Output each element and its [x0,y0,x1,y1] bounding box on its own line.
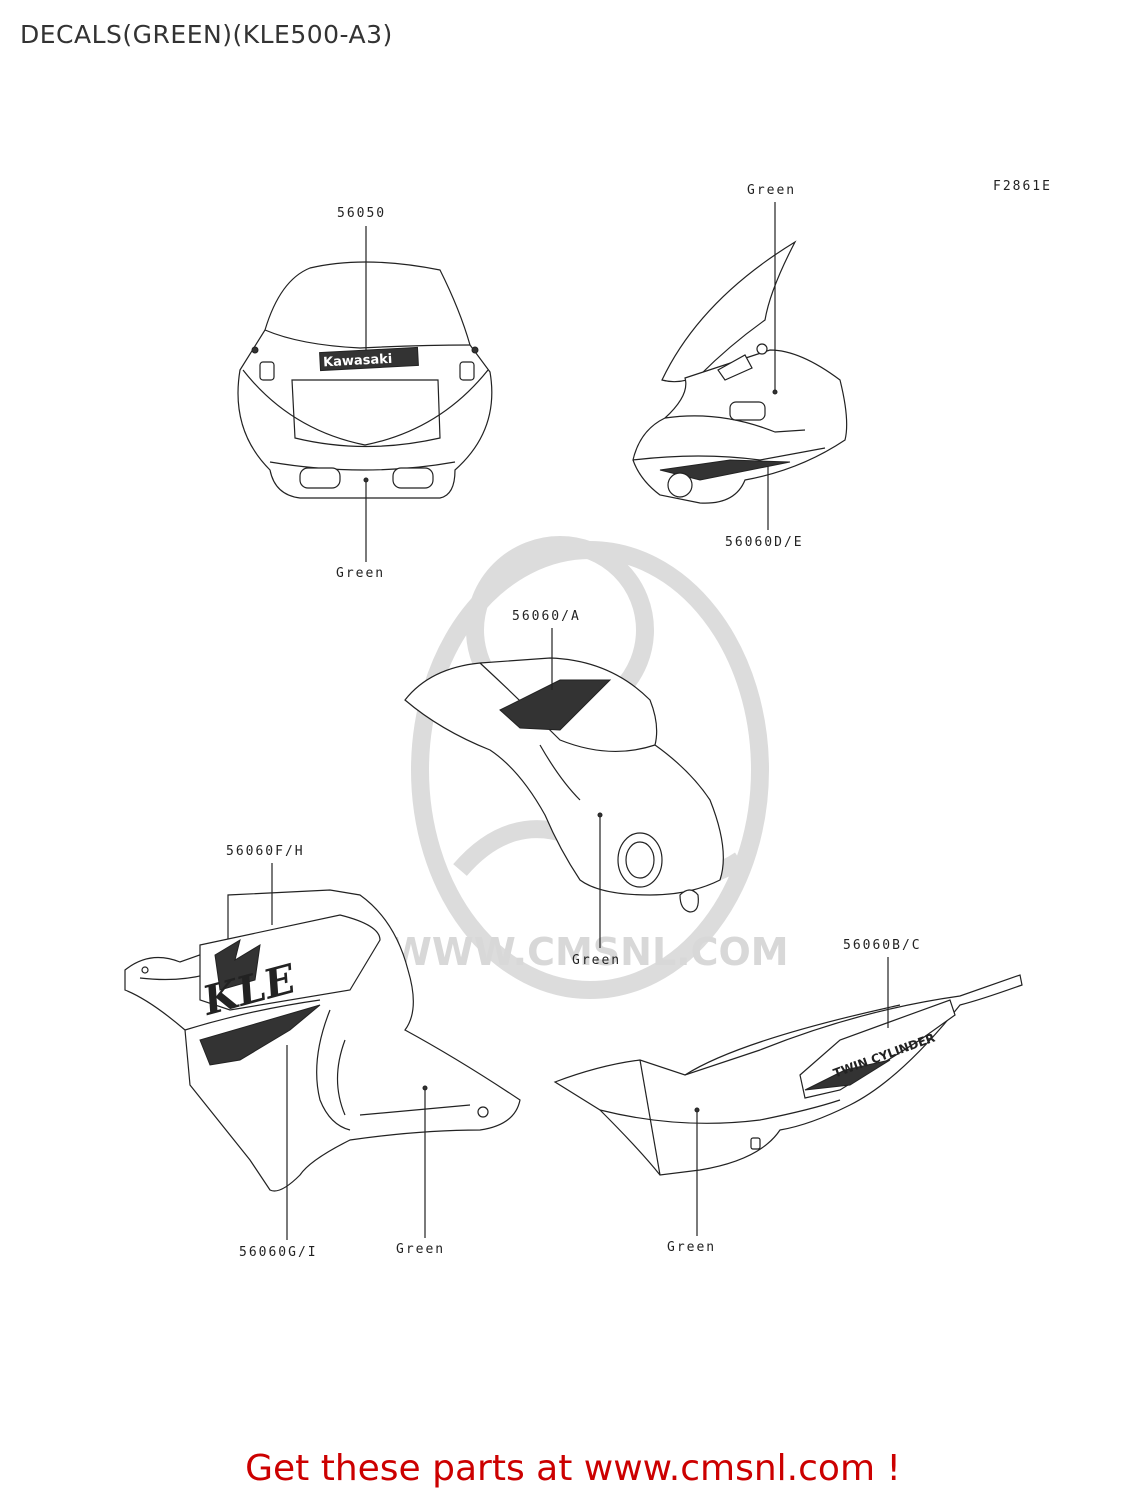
callout-green-shroud: Green [396,1242,445,1257]
side-cover: TWIN CYLINDER [553,974,1023,1176]
fairing-side [632,240,848,504]
callout-56060de: 56060D/E [725,535,804,550]
callout-green-tank: Green [572,953,621,968]
callout-green-side-cover: Green [667,1240,716,1255]
callout-56060a: 56060/A [512,609,581,624]
footer-link[interactable]: Get these parts at www.cmsnl.com ! [245,1448,901,1489]
figure-code: F2861E [993,179,1052,194]
page-title: DECALS(GREEN)(KLE500-A3) [20,20,393,49]
callout-green-fairing-front: Green [336,566,385,581]
callout-56060bc: 56060B/C [843,938,922,953]
callout-56060gi: 56060G/I [239,1245,318,1260]
parts-diagram: WWW.CMSNL.COM F2861E Kawasaki 56050 Gree… [124,179,1052,1260]
front-fairing: Kawasaki [237,261,493,499]
kawasaki-logo-decal: Kawasaki [323,352,393,371]
fuel-tank [404,657,724,913]
radiator-shroud: KLE [124,889,521,1192]
watermark-text: WWW.CMSNL.COM [390,930,789,974]
callout-56050: 56050 [337,206,386,221]
callout-green-top-right: Green [747,183,796,198]
callout-56060fh: 56060F/H [226,844,305,859]
